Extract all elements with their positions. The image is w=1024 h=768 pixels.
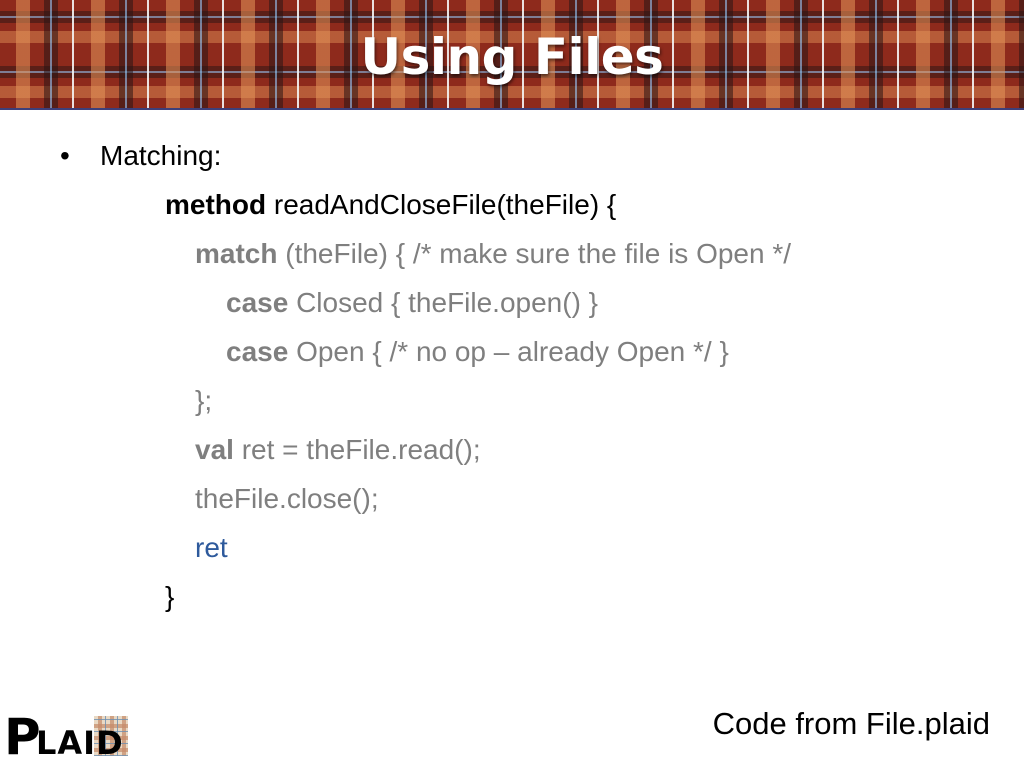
code-line-4: case Open { /* no op – already Open */ }	[226, 335, 729, 369]
code-line-3: case Closed { theFile.open() }	[226, 286, 598, 320]
code-keyword: case	[226, 336, 289, 367]
bullet-label: Matching:	[100, 140, 222, 171]
code-line-1: method readAndCloseFile(theFile) {	[165, 188, 616, 222]
code-text: Open { /* no op – already Open */ }	[288, 336, 729, 367]
slide-title: Using Files	[360, 28, 664, 86]
code-line-6: val ret = theFile.read();	[195, 433, 481, 467]
svg-text:P: P	[4, 708, 41, 762]
code-keyword: method	[165, 189, 267, 220]
bullet-dot: •	[60, 140, 70, 171]
code-keyword: val	[195, 434, 234, 465]
code-text: (theFile) { /* make sure the file is Ope…	[277, 238, 792, 269]
code-text: readAndCloseFile(theFile) {	[266, 189, 617, 220]
bullet-item: • Matching:	[60, 140, 221, 172]
code-line-9: }	[165, 581, 175, 612]
code-line-2: match (theFile) { /* make sure the file …	[195, 237, 791, 271]
code-keyword: match	[195, 238, 278, 269]
code-line-7: theFile.close();	[195, 483, 379, 514]
code-text: Closed { theFile.open() }	[288, 287, 599, 318]
plaid-logo-icon: P LAID	[4, 708, 128, 762]
code-line-8: ret	[195, 532, 228, 563]
code-text: ret = theFile.read();	[233, 434, 481, 465]
code-keyword: case	[226, 287, 289, 318]
code-line-5: };	[195, 385, 213, 416]
svg-text:LAID: LAID	[36, 724, 124, 762]
code-source-caption: Code from File.plaid	[712, 706, 990, 741]
plaid-header-banner	[0, 0, 1024, 110]
